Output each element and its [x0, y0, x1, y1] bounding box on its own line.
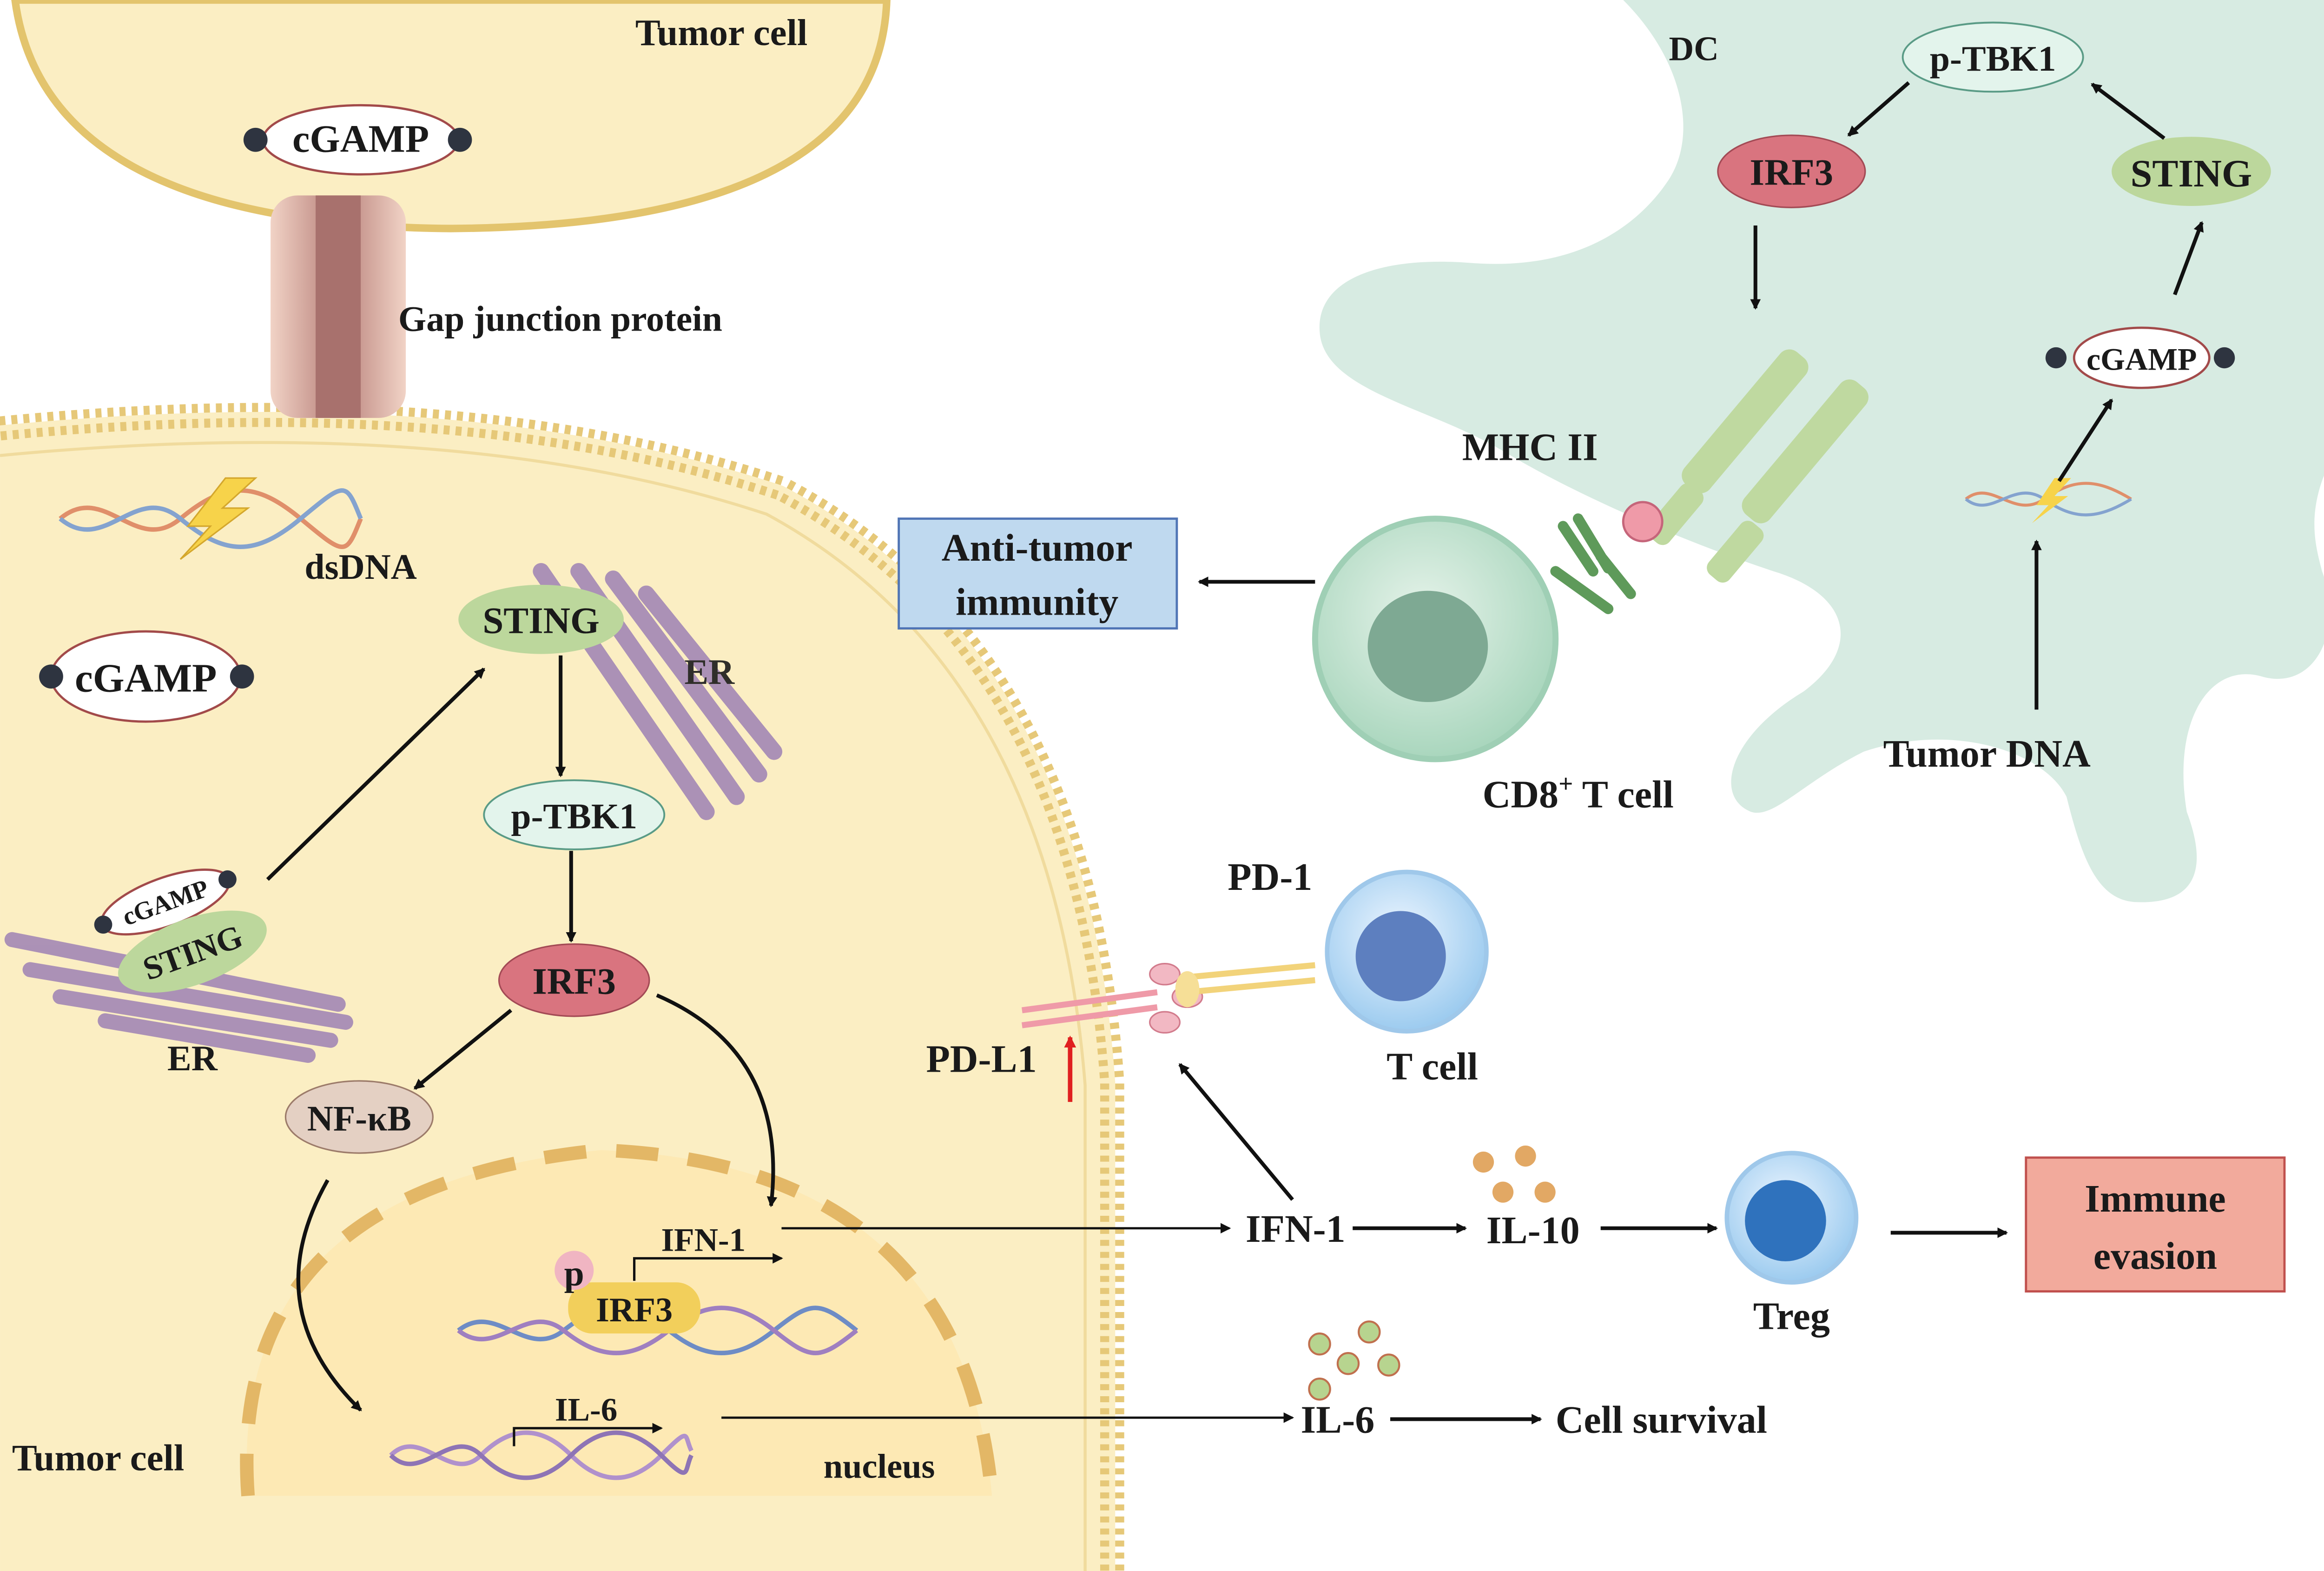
- dc-label: DC: [1669, 30, 1719, 68]
- svg-text:cGAMP: cGAMP: [292, 118, 429, 161]
- gap-junction-protein: Gap junction protein: [271, 195, 722, 418]
- mhc-ii: [1622, 349, 1868, 583]
- dc-tumor-dna: [1965, 478, 2132, 524]
- nfkb-node: NF-κB: [284, 1080, 434, 1154]
- cd8-t-cell: [1312, 513, 1636, 762]
- irf3-node: IRF3: [498, 943, 650, 1017]
- mhc-ii-label: MHC II: [1462, 425, 1598, 469]
- dc-sting-node: STING: [2112, 137, 2271, 206]
- svg-text:IRF3: IRF3: [596, 1291, 673, 1329]
- phospho-marker: p: [555, 1251, 594, 1293]
- t-cell-label: T cell: [1386, 1045, 1478, 1088]
- svg-text:NF-κB: NF-κB: [307, 1099, 411, 1139]
- svg-text:p-TBK1: p-TBK1: [511, 796, 637, 836]
- nucleus-label: nucleus: [824, 1448, 935, 1486]
- svg-text:IRF3: IRF3: [1750, 152, 1834, 193]
- svg-text:p-TBK1: p-TBK1: [1930, 39, 2056, 79]
- dc-ptbk1-node: p-TBK1: [1901, 21, 2084, 93]
- t-cell: [1325, 869, 1489, 1034]
- bottom-tumor-cell-label: Tumor cell: [12, 1437, 184, 1478]
- il6-gene-label: IL-6: [555, 1392, 617, 1428]
- tumor-arrows: [266, 655, 778, 1412]
- il6-out-label: IL-6: [1301, 1399, 1374, 1442]
- svg-text:Anti-tumor: Anti-tumor: [942, 526, 1133, 570]
- il10-particles: [1472, 1145, 1556, 1203]
- dsdna-label: dsDNA: [304, 547, 416, 587]
- dc-cgamp-node: cGAMP: [2045, 326, 2235, 389]
- cd8-t-cell-label: CD8+ T cell: [1483, 769, 1674, 816]
- er-lower-label: ER: [167, 1038, 218, 1078]
- ifn1-to-pdl1-arrow: [1178, 1063, 1294, 1201]
- pd-1-receptor: [1175, 962, 1315, 1008]
- tumor-dna-label: Tumor DNA: [1883, 732, 2091, 776]
- pd-l1-receptor: [1021, 963, 1203, 1034]
- pdl1-label: PD-L1: [926, 1037, 1037, 1080]
- svg-text:immunity: immunity: [956, 580, 1118, 623]
- dc-lightning-icon: [2032, 478, 2071, 524]
- top-tumor-cell-label: Tumor cell: [635, 12, 807, 53]
- svg-text:cGAMP: cGAMP: [2086, 341, 2197, 377]
- ifn1-transcription-arrow: [633, 1253, 783, 1281]
- svg-text:IRF3: IRF3: [532, 961, 616, 1002]
- irf3-nucleus-node: IRF3: [568, 1282, 700, 1334]
- sting-node: STING: [458, 584, 624, 654]
- dc-arrows: [1750, 81, 2204, 710]
- il10-label: IL-10: [1486, 1209, 1580, 1252]
- svg-text:p: p: [564, 1253, 584, 1293]
- immune-evasion-box: Immune evasion: [2025, 1156, 2286, 1293]
- dsdna: dsDNA: [59, 477, 417, 587]
- il6-particles: [1308, 1320, 1400, 1401]
- ifn1-out-label: IFN-1: [1246, 1207, 1346, 1251]
- top-tumor-cell: Tumor cell: [11, 0, 891, 232]
- dc-irf3-node: IRF3: [1717, 134, 1866, 208]
- er-upper-label: ER: [684, 652, 735, 692]
- treg-cell: [1724, 1151, 1859, 1285]
- svg-text:cGAMP: cGAMP: [75, 655, 217, 700]
- pd1-label: PD-1: [1228, 855, 1312, 899]
- anti-tumor-immunity-box: Anti-tumor immunity: [898, 517, 1178, 630]
- cgamp-top: cGAMP: [243, 104, 472, 176]
- svg-text:STING: STING: [482, 600, 600, 641]
- svg-text:STING: STING: [2131, 152, 2252, 195]
- ptbk1-node: p-TBK1: [483, 779, 666, 850]
- ifn1-gene-label: IFN-1: [661, 1222, 746, 1258]
- cell-survival-label: Cell survival: [1556, 1399, 1767, 1442]
- treg-label: Treg: [1753, 1294, 1830, 1338]
- svg-text:evasion: evasion: [2093, 1234, 2217, 1278]
- il6-dna: [389, 1430, 693, 1480]
- cgamp-left: cGAMP: [39, 630, 254, 723]
- svg-text:Immune: Immune: [2085, 1177, 2226, 1220]
- damage-lightning-icon: [179, 477, 257, 560]
- il6-transcription-arrow: [513, 1423, 663, 1446]
- gap-junction-label: Gap junction protein: [398, 298, 722, 338]
- er-lower: [4, 932, 353, 1063]
